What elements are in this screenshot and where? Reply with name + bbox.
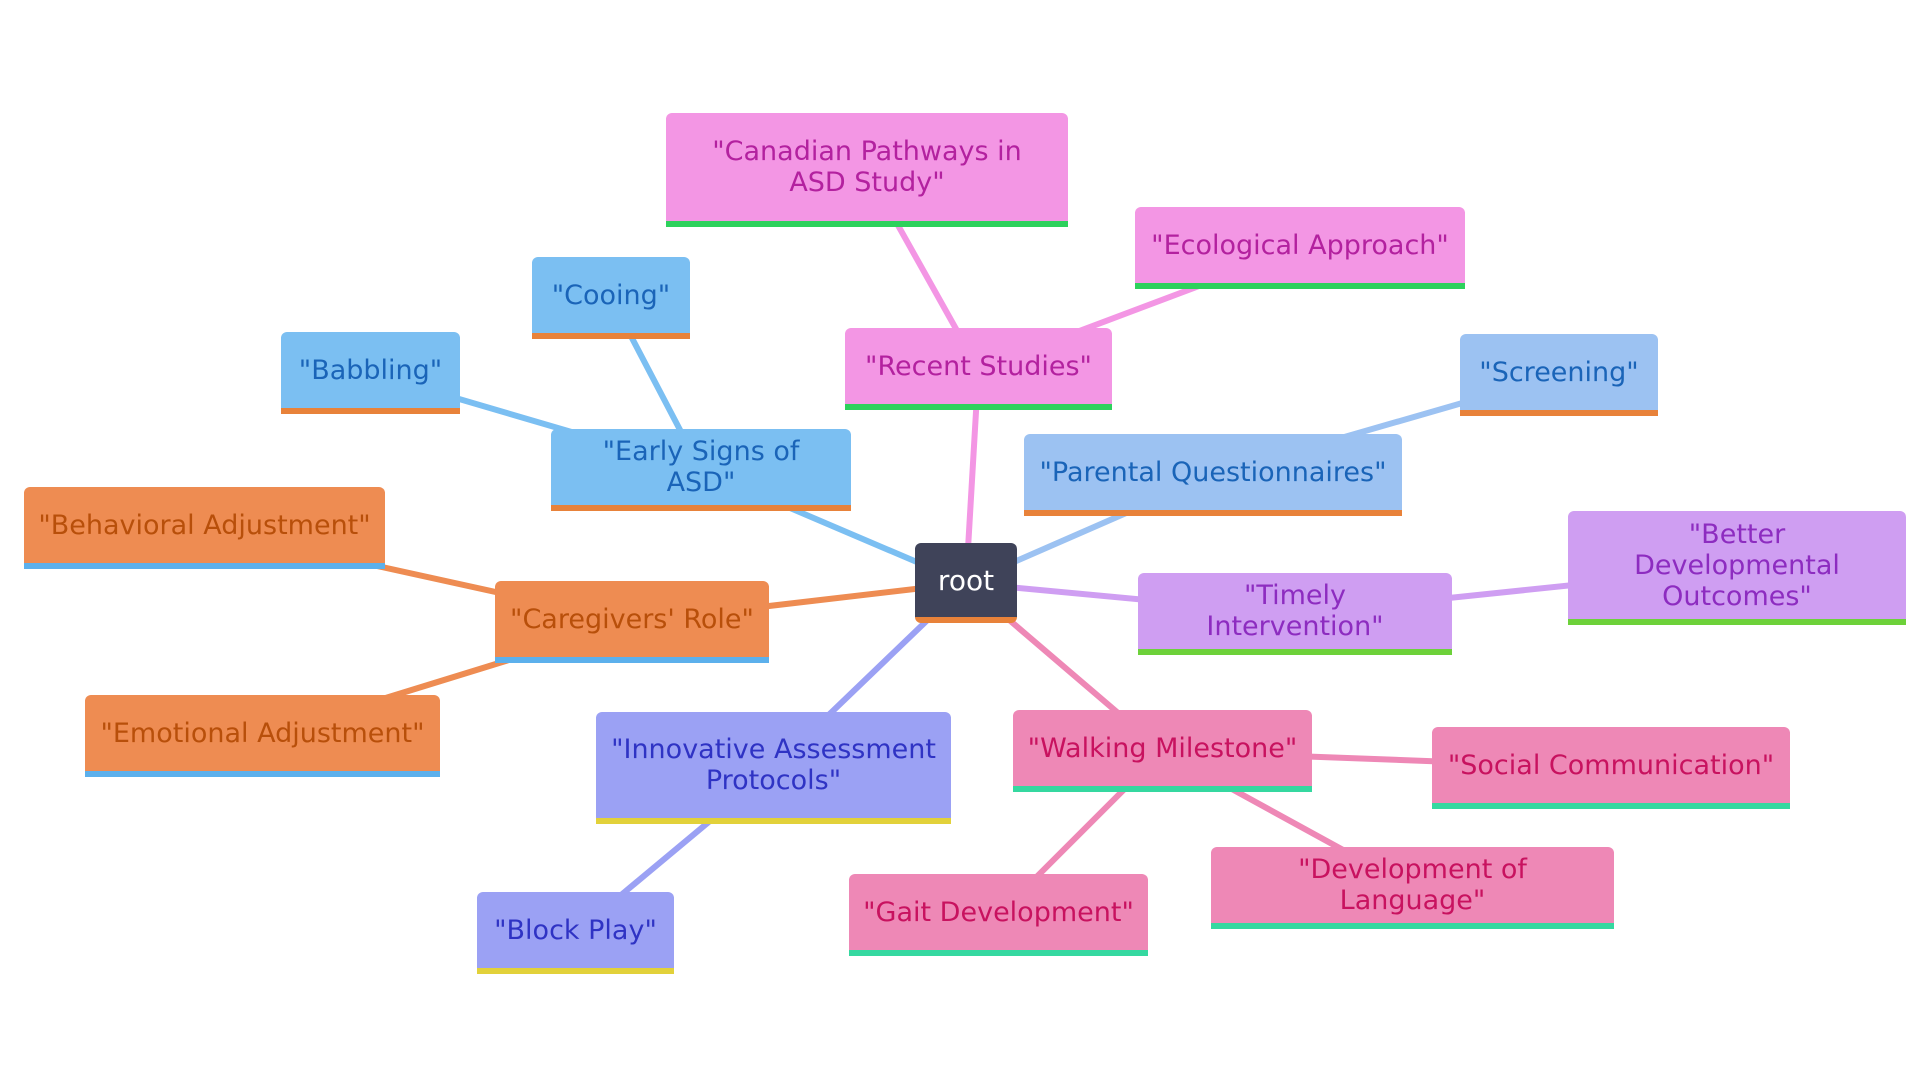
node-ecological[interactable]: "Ecological Approach" [1135,207,1465,289]
node-outcomes-label: "Better Developmental Outcomes" [1634,518,1840,612]
node-timely-label: "Timely Intervention" [1206,580,1384,642]
node-cooing[interactable]: "Cooing" [532,257,690,339]
node-canadian[interactable]: "Canadian Pathways in ASD Study" [666,113,1068,227]
node-babbling-label: "Babbling" [298,354,443,386]
node-behavioral-label: "Behavioral Adjustment" [38,509,371,541]
node-innovative[interactable]: "Innovative Assessment Protocols" [596,712,951,824]
node-caregivers-label: "Caregivers' Role" [510,603,754,635]
node-screening-label: "Screening" [1479,356,1639,388]
node-outcomes[interactable]: "Better Developmental Outcomes" [1568,511,1906,625]
node-ecological-label: "Ecological Approach" [1151,229,1449,261]
node-emotional[interactable]: "Emotional Adjustment" [85,695,440,777]
node-social[interactable]: "Social Communication" [1432,727,1790,809]
node-root-label: root [937,563,995,597]
node-root[interactable]: root [915,543,1017,623]
node-timely[interactable]: "Timely Intervention" [1138,573,1452,655]
node-block-label: "Block Play" [494,914,657,946]
node-recent-label: "Recent Studies" [865,350,1092,382]
node-early-label: "Early Signs of ASD" [602,436,800,498]
node-canadian-label: "Canadian Pathways in ASD Study" [712,136,1022,198]
node-cooing-label: "Cooing" [551,279,671,311]
node-parental-label: "Parental Questionnaires" [1039,456,1387,488]
node-innovative-label: "Innovative Assessment Protocols" [611,734,936,796]
node-behavioral[interactable]: "Behavioral Adjustment" [24,487,385,569]
node-walking-label: "Walking Milestone" [1027,732,1298,764]
node-walking[interactable]: "Walking Milestone" [1013,710,1312,792]
node-social-label: "Social Communication" [1447,749,1775,781]
node-screening[interactable]: "Screening" [1460,334,1658,416]
node-caregivers[interactable]: "Caregivers' Role" [495,581,769,663]
node-language-label: "Development of Language" [1298,854,1527,916]
node-emotional-label: "Emotional Adjustment" [100,717,425,749]
node-parental[interactable]: "Parental Questionnaires" [1024,434,1402,516]
node-language[interactable]: "Development of Language" [1211,847,1614,929]
node-block[interactable]: "Block Play" [477,892,674,974]
node-recent[interactable]: "Recent Studies" [845,328,1112,410]
node-gait[interactable]: "Gait Development" [849,874,1148,956]
node-early[interactable]: "Early Signs of ASD" [551,429,851,511]
node-gait-label: "Gait Development" [863,896,1134,928]
node-babbling[interactable]: "Babbling" [281,332,460,414]
